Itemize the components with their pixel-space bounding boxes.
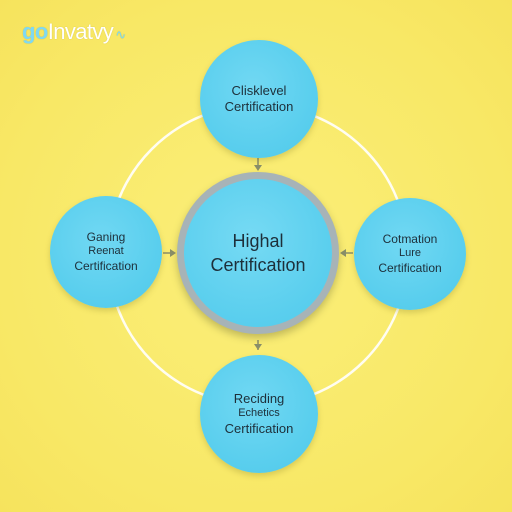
arrow-left-head [170, 249, 176, 257]
node-top-line-1: Clisklevel [231, 82, 287, 98]
node-left-line-2: Reenat [88, 245, 124, 258]
node-top: Clisklevel Certification [200, 40, 318, 158]
node-right-line-1: Cotmation [382, 232, 438, 247]
arrow-bottom-head [254, 344, 262, 350]
arrow-top-head [254, 165, 262, 171]
node-bottom-line-1: Reciding [233, 390, 285, 406]
node-bottom-line-2: Echetics [238, 407, 280, 420]
arrow-right-head [340, 249, 346, 257]
node-left-line-3: Certification [74, 258, 138, 273]
brand-name: Invatvy [47, 19, 114, 44]
center-node-line-1: Highal [232, 230, 284, 251]
node-right-line-3: Certification [378, 260, 442, 275]
node-top-line-2: Certification [224, 99, 294, 114]
node-left-line-1: Ganing [86, 230, 126, 245]
brand-wave-icon: ∿ [115, 27, 126, 42]
center-node-line-2: Certification [210, 255, 306, 275]
brand-prefix: go [22, 19, 48, 44]
node-bottom: Reciding Echetics Certification [200, 355, 318, 473]
node-right: Cotmation Lure Certification [354, 198, 466, 310]
node-right-line-2: Lure [398, 247, 422, 260]
node-bottom-line-3: Certification [224, 420, 294, 436]
node-left: Ganing Reenat Certification [50, 196, 162, 308]
center-node: Highal Certification [184, 179, 332, 327]
